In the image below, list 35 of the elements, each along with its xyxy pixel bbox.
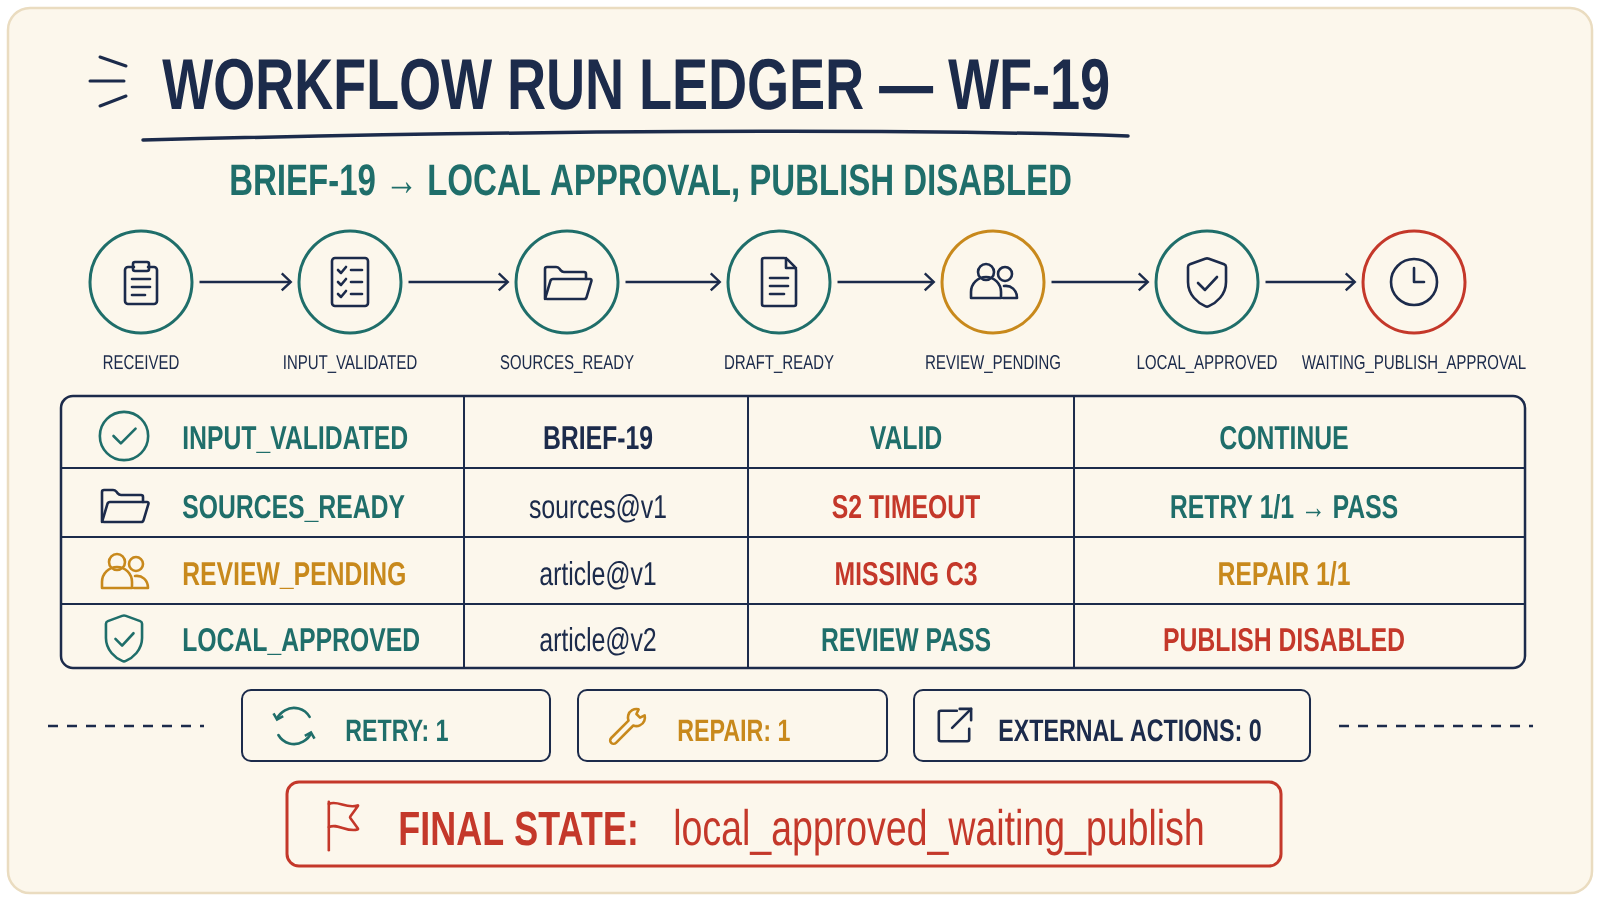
state-name: REVIEW_PENDING	[183, 561, 405, 590]
artifact-name: sources@v1	[529, 494, 666, 523]
next-action: CONTINUE	[1220, 425, 1348, 450]
state-label: RECEIVED	[103, 355, 179, 370]
arrow	[408, 272, 510, 292]
subtitle: BRIEF-19 → LOCAL APPROVAL, PUBLISH DISABLED	[231, 164, 1071, 202]
arrow	[1051, 272, 1150, 292]
next-action: RETRY 1/1 → PASS	[1171, 494, 1398, 519]
title: WORKFLOW RUN LEDGER — WF-19	[162, 58, 1109, 110]
state-name: INPUT_VALIDATED	[183, 426, 408, 454]
counter-box: EXTERNAL ACTIONS: 0	[913, 689, 1311, 762]
next-action: PUBLISH DISABLED	[1164, 627, 1404, 652]
arrow	[625, 272, 722, 292]
check-result: REVIEW PASS	[822, 627, 991, 652]
arrow	[837, 272, 936, 292]
state-name: SOURCES_READY	[182, 494, 405, 523]
state-label: INPUT_VALIDATED	[284, 355, 417, 373]
state-label: REVIEW_PENDING	[926, 355, 1060, 373]
state-label: DRAFT_READY	[725, 355, 834, 373]
state-label: WAITING_PUBLISH_APPROVAL	[1301, 355, 1526, 373]
check-result: S2 TIMEOUT	[832, 494, 980, 519]
arrow	[199, 272, 293, 292]
check-result: VALID	[870, 426, 942, 449]
next-action: REPAIR 1/1	[1219, 561, 1350, 586]
check-result: MISSING C3	[836, 561, 977, 586]
state-label: LOCAL_APPROVED	[1137, 355, 1277, 373]
state-label: SOURCES_READY	[500, 355, 634, 373]
counter-box: RETRY: 1	[241, 689, 551, 762]
counter-box: REPAIR: 1	[577, 689, 888, 762]
artifact-name: article@v1	[540, 561, 656, 590]
artifact-name: article@v2	[540, 627, 656, 656]
final-state-box: FINAL STATE: local_approved_waiting_publish	[285, 780, 1283, 868]
artifact-name: BRIEF-19	[544, 425, 653, 450]
state-name: LOCAL_APPROVED	[183, 627, 420, 656]
arrow	[1265, 272, 1357, 292]
